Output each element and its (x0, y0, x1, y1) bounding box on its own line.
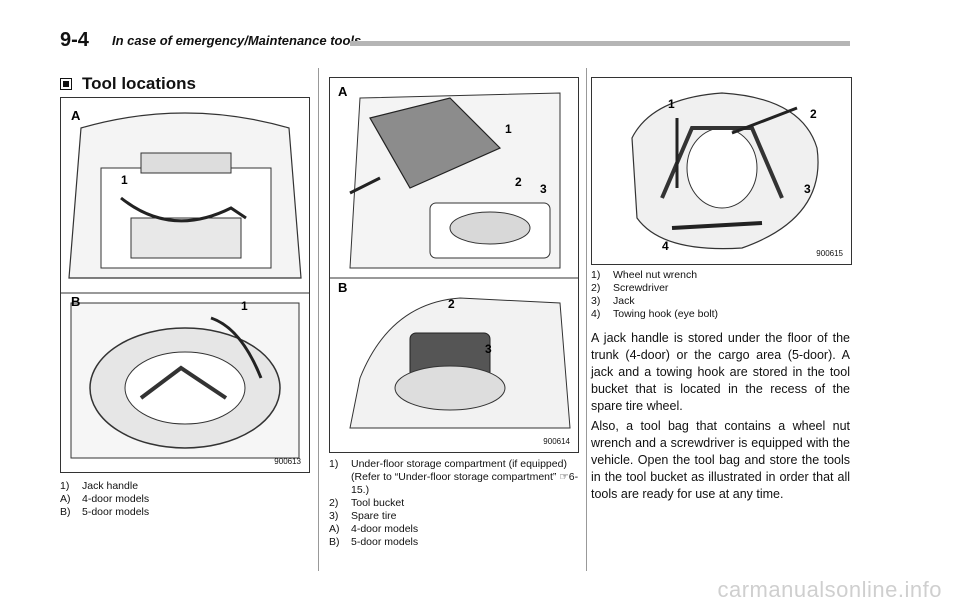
fig3-callout-1: 1 (668, 97, 675, 111)
watermark-text: carmanualsonline.info (717, 577, 942, 602)
caption-item: 3)Spare tire (329, 510, 397, 522)
paragraph-1: A jack handle is stored under the floor … (591, 331, 850, 413)
caption-item: B)5-door models (329, 536, 419, 548)
caption-item: 1)Under-floor storage compartment (if eq… (329, 458, 579, 496)
caption-item: 1)Wheel nut wrench (591, 269, 698, 281)
fig1-code: 900613 (274, 457, 301, 466)
fig2-callout-3-bottom: 3 (485, 342, 492, 356)
column-divider (586, 68, 587, 571)
fig3-callout-2: 2 (810, 107, 817, 121)
fig2-label-a: A (338, 84, 348, 99)
fig3-code: 900615 (816, 249, 843, 258)
caption-item: 4)Towing hook (eye bolt) (591, 308, 719, 320)
paragraph-2: Also, a tool bag that contains a wheel n… (591, 419, 850, 501)
header-rule (350, 41, 850, 46)
caption-item: A)4-door models (60, 493, 150, 505)
fig2-label-b: B (338, 280, 347, 295)
heading-marker-icon (60, 78, 72, 90)
section-title: In case of emergency/Maintenance tools (112, 33, 362, 48)
caption-item: A)4-door models (329, 523, 419, 535)
fig1-callout-1-top: 1 (121, 173, 128, 187)
caption-item: 1)Jack handle (60, 480, 139, 492)
page-header: 9-4 In case of emergency/Maintenance too… (60, 28, 850, 52)
fig3-callout-4: 4 (662, 239, 669, 253)
page-number: 9-4 (60, 29, 89, 51)
caption-item: 3)Jack (591, 295, 635, 307)
caption-fig3: 1)Wheel nut wrench 2)Screwdriver 3)Jack … (591, 269, 850, 321)
caption-fig1: 1)Jack handle A)4-door models B)5-door m… (60, 480, 310, 519)
caption-item: B)5-door models (60, 506, 150, 518)
fig2-code: 900614 (543, 437, 570, 446)
fig2-callout-2-bottom: 2 (448, 297, 455, 311)
heading-text: Tool locations (82, 74, 196, 93)
caption-item: 2)Screwdriver (591, 282, 669, 294)
fig3-callout-3: 3 (804, 182, 811, 196)
fig1-label-a: A (71, 108, 81, 123)
fig2-callout-1: 1 (505, 122, 512, 136)
caption-item: 2)Tool bucket (329, 497, 405, 509)
fig1-label-b: B (71, 294, 80, 309)
caption-fig2: 1)Under-floor storage compartment (if eq… (329, 458, 579, 549)
figure-storage-compartment: A 1 2 3 B 2 3 900614 (329, 77, 579, 453)
figure-jack-handle-illustration: A 1 B 1 (61, 108, 309, 459)
tool-locations-heading: Tool locations (60, 74, 196, 94)
column-divider (318, 68, 319, 571)
figure-tool-bucket: 1 2 3 4 900615 (591, 77, 852, 265)
figure-tool-bucket-illustration: 1 2 3 4 (631, 92, 819, 253)
figure-storage-compartment-illustration: A 1 2 3 B 2 3 (330, 84, 578, 429)
fig1-callout-1-bottom: 1 (241, 299, 248, 313)
fig2-callout-3-top: 3 (540, 182, 547, 196)
figure-jack-handle: A 1 B 1 900613 (60, 97, 310, 473)
fig2-callout-2-top: 2 (515, 175, 522, 189)
